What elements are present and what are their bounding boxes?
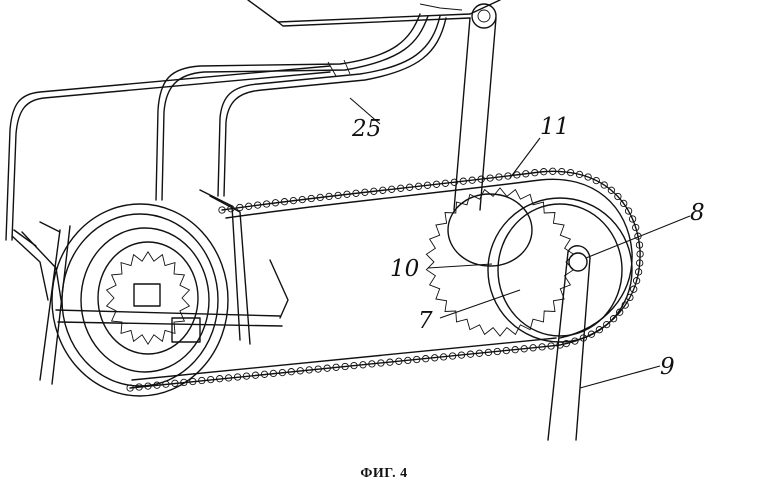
label-7: 7 <box>418 308 433 334</box>
tube-frame <box>5 13 447 241</box>
label-9: 9 <box>660 354 675 380</box>
leader-lines <box>349 97 691 389</box>
flywheel-assembly <box>11 189 289 397</box>
label-25: 25 <box>351 116 381 142</box>
vertical-post <box>453 3 497 211</box>
label-8: 8 <box>690 200 705 226</box>
figure-caption: ФИГ. 4 <box>360 466 408 481</box>
housing-frame <box>247 0 501 27</box>
label-11: 11 <box>540 114 569 140</box>
driven-sprocket-assembly <box>425 187 633 343</box>
crank-arm <box>547 245 591 441</box>
drive-chain <box>126 167 644 392</box>
label-10: 10 <box>390 256 419 282</box>
